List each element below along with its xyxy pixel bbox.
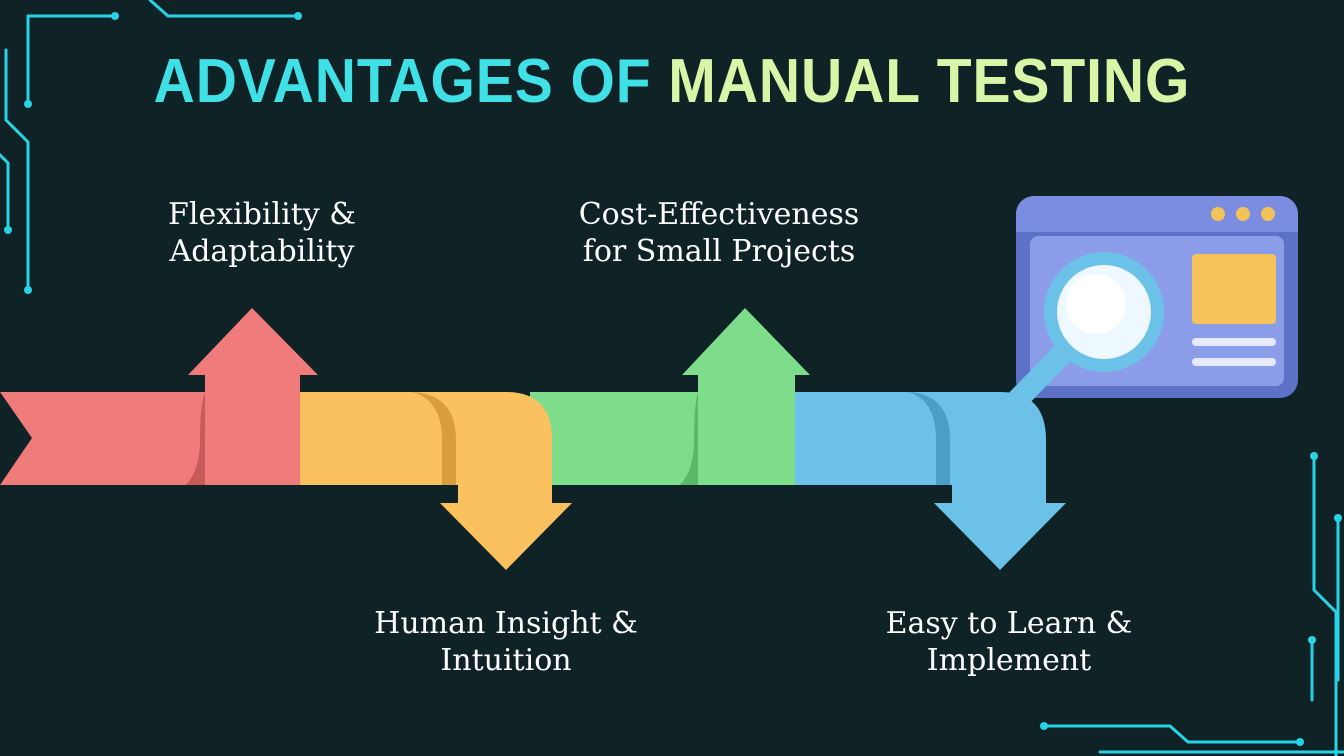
title-part-1: ADVANTAGES OF [153,47,652,116]
step-4-ribbon [760,392,1066,570]
circuit-decoration-bottom-right [1042,454,1344,756]
step-4-label-line-2: Implement [926,643,1092,678]
page-title: ADVANTAGES OF MANUAL TESTING [54,46,1290,118]
circuit-nodes-bottom-right [1040,452,1342,746]
step-1-ribbon [0,308,318,485]
step-1-label-line-2: Adaptability [169,234,355,269]
step-2-label: Human Insight & Intuition [326,605,686,679]
step-1-label: Flexibility & Adaptability [82,196,442,270]
circuit-nodes-top-left [4,12,302,294]
step-4-fold-shadow [908,392,950,485]
magnifying-glass-icon [979,252,1164,439]
step-1-label-line-1: Flexibility & [168,197,356,232]
title-part-2: MANUAL TESTING [668,47,1191,116]
step-2-fold-shadow [412,392,456,485]
step-3-ribbon [530,308,810,485]
step-1-fold-shadow [186,392,205,485]
step-3-label-line-2: for Small Projects [582,234,856,269]
circuit-decoration-top-left [0,0,300,292]
step-4-label-line-1: Easy to Learn & [885,606,1133,641]
step-4-label: Easy to Learn & Implement [829,605,1189,679]
step-2-ribbon [270,392,572,570]
step-2-label-line-2: Intuition [440,643,572,678]
step-3-label: Cost-Effectiveness for Small Projects [539,196,899,270]
step-3-label-line-1: Cost-Effectiveness [578,197,860,232]
step-3-fold-shadow [680,392,698,485]
step-2-label-line-1: Human Insight & [374,606,638,641]
